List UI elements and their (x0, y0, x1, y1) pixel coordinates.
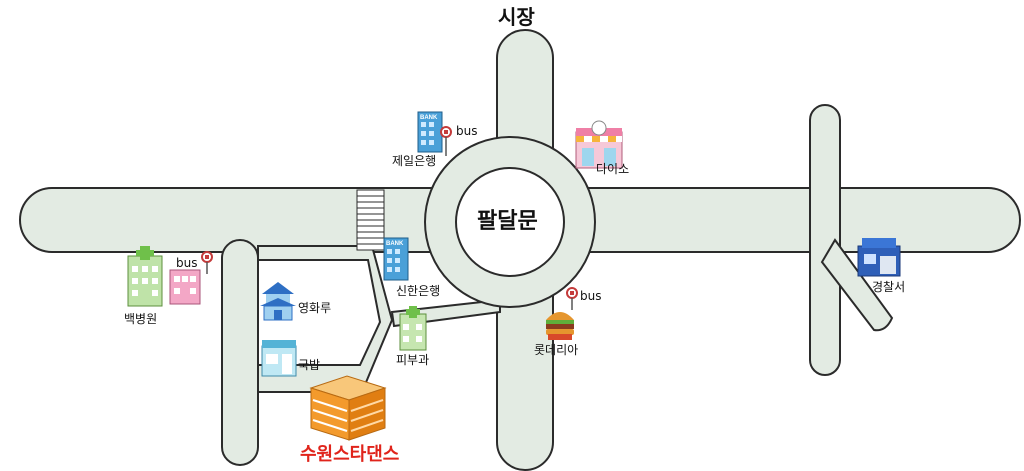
destination-building-icon (309, 375, 387, 441)
shop-icon (575, 120, 623, 169)
building-icon (169, 269, 201, 305)
bus-stop-icon (566, 287, 578, 310)
north-road-label: 시장 (498, 5, 535, 29)
diagonal-branch-road (820, 238, 894, 332)
bus-stop-north-label: bus (456, 124, 478, 138)
hospital-label: 백병원 (124, 312, 158, 326)
restaurant-icon (261, 340, 297, 377)
bus-stop-south-label: bus (580, 289, 602, 303)
bank-north-label: 제일은행 (392, 154, 437, 168)
police-station-icon (857, 238, 901, 277)
west-wedge-road (257, 245, 394, 393)
bus-stop-west-label: bus (176, 256, 198, 270)
police-label: 경찰서 (872, 280, 906, 294)
road-network (19, 29, 1021, 471)
crosswalk (356, 189, 385, 251)
roundabout-center (455, 167, 565, 277)
dermatology-label: 피부과 (396, 353, 430, 367)
bank-icon: BANK (417, 111, 443, 153)
bank-south-sign: BANK (386, 241, 404, 247)
burger-icon (546, 312, 574, 340)
west-vertical-road (221, 239, 259, 466)
east-vertical-road (809, 104, 841, 376)
hospital-icon (127, 246, 163, 307)
bus-stop-icon (201, 251, 213, 274)
yeonghwaru-label: 영화루 (298, 301, 332, 315)
clinic-icon (399, 306, 427, 351)
bank-north-sign: BANK (420, 115, 438, 121)
roundabout-label: 팔달문 (477, 209, 538, 234)
daiso-label: 다이소 (596, 162, 630, 176)
pagoda-restaurant-icon (260, 282, 296, 321)
gukbap-label: 국밥 (298, 358, 321, 372)
bank-south-label: 신한은행 (396, 284, 441, 298)
destination-label: 수원스타댄스 (300, 444, 400, 465)
bank-icon: BANK (383, 237, 409, 281)
bus-stop-icon (440, 126, 452, 156)
lotteria-label: 롯데리아 (534, 343, 579, 357)
